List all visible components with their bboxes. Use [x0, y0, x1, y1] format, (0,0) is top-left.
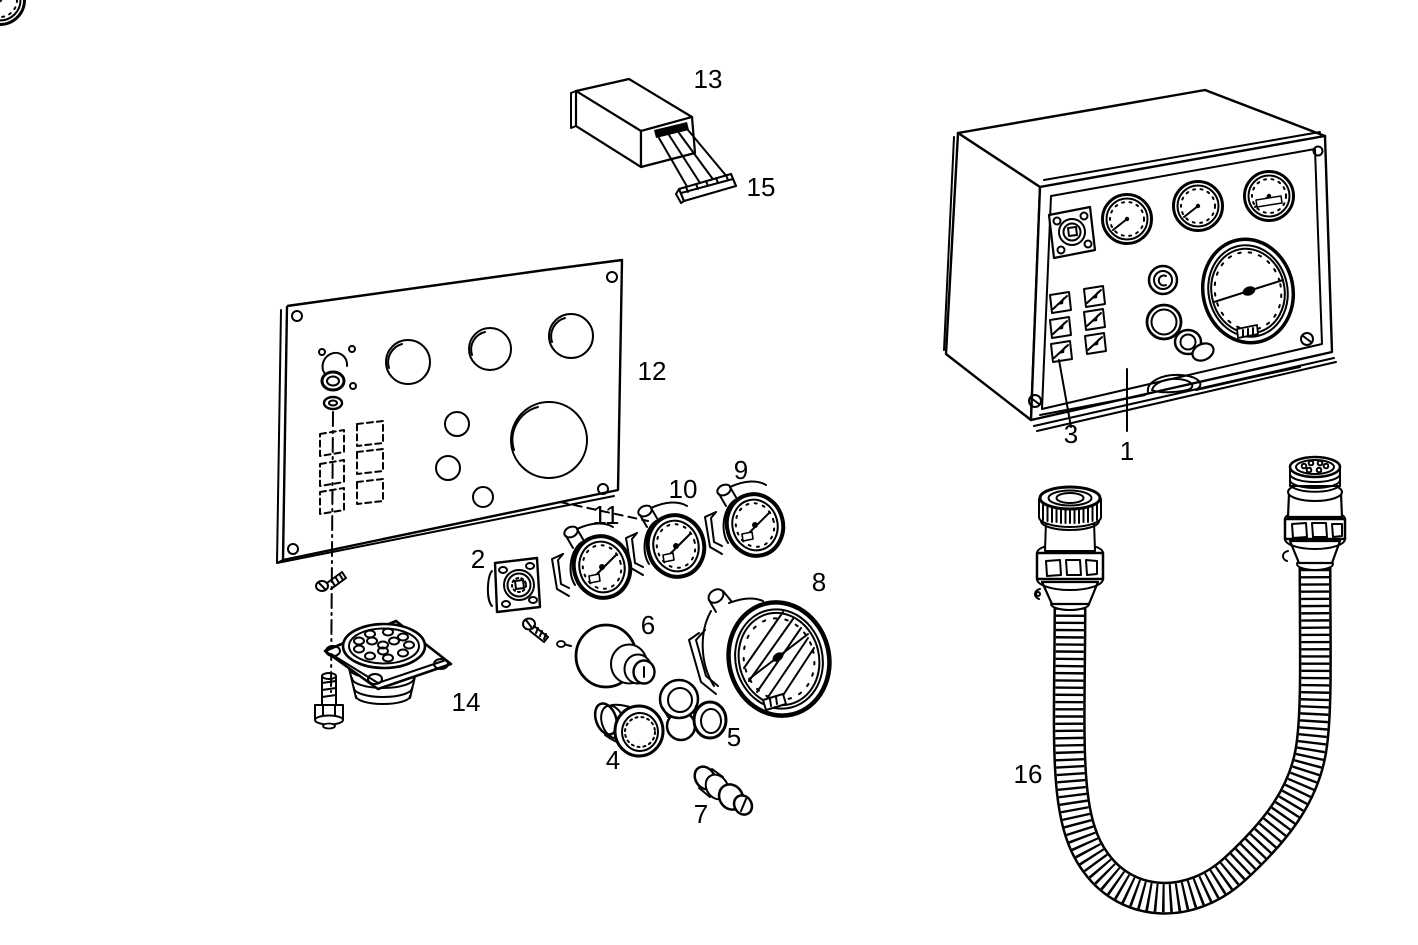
part-10-gauge	[624, 500, 714, 586]
part-11-gauge	[550, 521, 640, 607]
part-13-control-box	[570, 77, 697, 169]
part-1-instrument-panel	[943, 88, 1337, 432]
part-label-4: 4	[606, 745, 620, 775]
part-label-3: 3	[1064, 419, 1078, 449]
part-label-14: 14	[452, 687, 481, 717]
part-label-12: 12	[638, 356, 667, 386]
part-label-16: 16	[1014, 759, 1043, 789]
part-5-grommet	[658, 678, 728, 742]
plate-screw	[315, 571, 347, 592]
harness-corrugation	[1055, 559, 1330, 913]
part-label-15: 15	[747, 172, 776, 202]
socket-screw	[522, 617, 549, 643]
part-2-socket-flange	[486, 556, 542, 614]
part-label-7: 7	[694, 799, 708, 829]
part-label-5: 5	[727, 722, 741, 752]
callout-labels: 13 15 12 3 1 11 10 9 2 8 6 14 4 5 7 16	[452, 64, 1135, 829]
mounting-bolt	[314, 672, 344, 730]
part-7-sender	[693, 765, 754, 816]
part-8-rev-counter-gauge	[688, 588, 832, 718]
part-16-wiring-harness	[1034, 455, 1347, 915]
part-15-ribbon-cable	[658, 129, 738, 204]
part-label-13: 13	[694, 64, 723, 94]
part-4-socket-sleeve	[593, 702, 665, 758]
harness-left-connector	[1034, 485, 1105, 611]
part-label-10: 10	[669, 474, 698, 504]
part-label-6: 6	[641, 610, 655, 640]
harness-right-connector	[1282, 455, 1347, 571]
part-label-9: 9	[734, 455, 748, 485]
part-14-multipin-connector	[323, 619, 453, 705]
part-label-2: 2	[471, 544, 485, 574]
harness-hose-outline	[1052, 559, 1332, 915]
part-label-1: 1	[1120, 436, 1134, 466]
part-6-buzzer	[556, 623, 656, 689]
part-label-8: 8	[812, 567, 826, 597]
part-label-11: 11	[593, 500, 620, 530]
part-12-panel-plate	[276, 258, 649, 693]
